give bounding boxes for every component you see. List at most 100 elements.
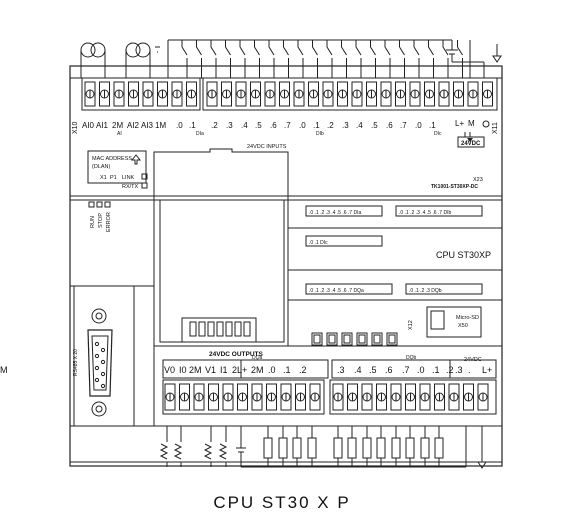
top-terminal-label: .0 <box>299 121 306 130</box>
outputs-label: 24VDC OUTPUTS <box>209 351 263 358</box>
switch-contact <box>457 46 463 56</box>
terminal-screw <box>157 81 168 107</box>
terminal-screw <box>477 383 489 411</box>
switch-contact <box>196 46 202 56</box>
analog-output-load <box>173 426 183 467</box>
output-load <box>347 426 357 467</box>
io-led-rows: .0 .1 .2 .3 .4 .5 .6 .7 DIa .0 .1 .2 .3 … <box>288 205 502 295</box>
switch-contact <box>442 46 449 56</box>
terminal-screw <box>171 81 183 107</box>
terminal-screw <box>206 81 218 107</box>
bottom-terminal-label: . <box>468 365 471 375</box>
top-terminal-label: .3 <box>342 121 349 130</box>
terminal-screw <box>380 81 392 107</box>
top-terminal-label: .1 <box>429 121 436 130</box>
output-load <box>278 426 288 467</box>
top-terminal-label: .1 <box>189 121 196 130</box>
terminal-screw <box>128 81 139 107</box>
x12-connectors <box>311 332 398 346</box>
terminal-screw <box>482 81 493 107</box>
terminal-screw <box>434 383 445 411</box>
switch-contact <box>326 46 333 56</box>
terminal-screw <box>438 81 450 107</box>
led-row-dia: .0 .1 .2 .3 .4 .5 .6 .7 DIa <box>309 210 361 216</box>
terminal-screw <box>293 81 305 107</box>
stop-led <box>96 201 103 208</box>
power-supply-label: 24VDC <box>461 141 481 147</box>
terminal-screw <box>467 81 479 107</box>
top-terminal-label: .4 <box>241 121 248 130</box>
cover-slots <box>189 321 251 337</box>
port-p1-label: P1 <box>110 175 117 181</box>
switch-contact <box>225 46 231 56</box>
terminal-screw <box>366 81 377 107</box>
led-row-dqa: .0 .1 .2 .3 .4 .5 .6 .7 DQa <box>309 288 364 294</box>
switch-contact <box>297 46 304 56</box>
dqa-group-label: DQa <box>252 355 263 361</box>
terminal-screw <box>193 383 205 411</box>
terminal-screw <box>295 383 306 411</box>
terminal-screw <box>453 81 464 107</box>
terminal-screw <box>266 383 277 411</box>
ground-icon <box>492 55 502 63</box>
terminal-screw <box>419 383 431 411</box>
terminal-screw <box>221 81 232 107</box>
top-terminal-label: .0 <box>415 121 422 130</box>
dqb-group-label: DQb <box>406 355 417 361</box>
link-led-label: LINK <box>122 175 135 181</box>
terminal-screw <box>332 383 344 411</box>
dib-group-label: DIb <box>316 131 324 137</box>
bottom-terminal-label: 2M <box>189 365 202 375</box>
bottom-terminal-label: .1 <box>432 365 440 375</box>
db9-connector <box>87 329 113 397</box>
run-label: RUN <box>90 216 96 228</box>
bottom-terminal-label: L+ <box>482 365 492 375</box>
switch-contact <box>355 46 362 56</box>
top-terminal-label: AI2 <box>127 121 140 130</box>
terminal-screw <box>235 81 247 107</box>
bottom-terminal-label: M <box>0 365 8 375</box>
output-load <box>263 426 273 467</box>
terminal-screw <box>186 81 197 107</box>
part-number: TK1001-ST30XP-DC <box>431 184 478 190</box>
terminal-screw <box>395 81 406 107</box>
status-leds: RUN STOP ERROR <box>88 201 112 232</box>
sd-card-icon <box>430 310 445 330</box>
mac-dlan-label: (DLAN) <box>92 164 111 170</box>
top-wiring <box>80 39 502 78</box>
top-terminal-label: .5 <box>371 121 378 130</box>
terminal-screw <box>251 383 263 411</box>
output-load <box>420 426 430 467</box>
terminal-screw <box>308 81 319 107</box>
terminal-screw <box>337 81 348 107</box>
analog-output-load <box>203 426 213 467</box>
error-label: ERROR <box>106 212 112 232</box>
top-terminal-label: .3 <box>226 121 233 130</box>
analog-output-load <box>218 426 228 467</box>
switch-contact <box>210 46 217 56</box>
terminal-screw <box>309 383 321 411</box>
terminal-screw <box>424 81 435 107</box>
bottom-terminal-label: .3 <box>455 365 463 375</box>
output-load <box>292 426 302 467</box>
switch-contact <box>239 46 246 56</box>
top-terminal-block <box>81 77 498 111</box>
top-terminal-label: .7 <box>400 121 407 130</box>
bottom-terminal-label: .2 <box>446 365 454 375</box>
terminal-screw <box>322 81 334 107</box>
terminal-screw <box>409 81 421 107</box>
part-code: X23 <box>473 177 483 183</box>
top-terminal-label: .6 <box>270 121 277 130</box>
bottom-terminal-label: 2L+ <box>232 365 247 375</box>
sensor-icon <box>135 42 151 58</box>
rxtx-led <box>141 182 148 189</box>
terminal-screw <box>463 383 474 411</box>
power-m-label: M <box>468 119 475 128</box>
port-x1-label: X1 <box>100 175 107 181</box>
top-terminal-label: 2M <box>112 121 123 130</box>
dic-group-label: DIc <box>434 131 442 137</box>
led-row-dic: .0 .1 DIc <box>309 240 328 246</box>
link-led <box>141 173 148 180</box>
